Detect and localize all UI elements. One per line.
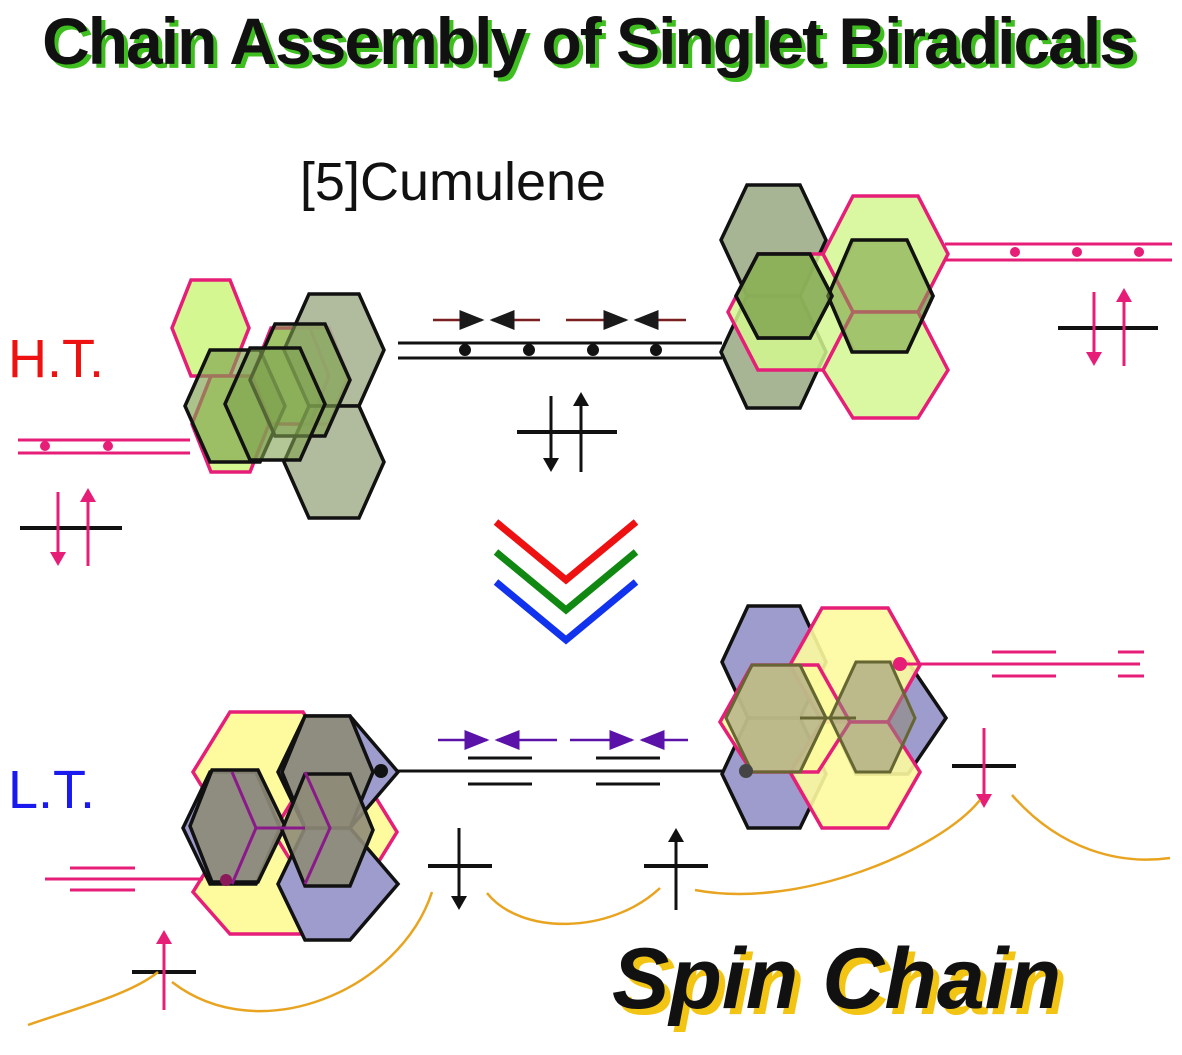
ht-center-spin-pair-icon	[517, 392, 617, 472]
lt-right-dark-overlay	[724, 660, 917, 774]
ht-right-spin-pair-icon	[1058, 288, 1158, 366]
title-text: Chain Assembly of Singlet Biradicals	[42, 4, 1134, 78]
spin-chain-curves	[27, 794, 1171, 1027]
lt-label: L.T.	[8, 760, 95, 820]
spin-chain-label: Spin Chain	[612, 931, 1061, 1027]
ht-left-black-layer	[183, 292, 386, 520]
lt-left-pink-chain	[45, 866, 203, 892]
title-shadow: Chain Assembly of Singlet Biradicals	[46, 8, 1138, 82]
ht-right-dark-overlay	[734, 238, 935, 354]
triple-chevron-down-icon	[493, 519, 639, 645]
lt-right-radical-dot	[739, 764, 753, 778]
lt-left-radical-dot	[374, 764, 388, 778]
lt-left-purple-lines	[230, 771, 332, 885]
lt-spin-up-icon-1	[644, 828, 708, 910]
spin-chain-label-group: Spin Chain Spin Chain	[612, 931, 1067, 1033]
lt-polyyne-chain	[398, 756, 722, 786]
ht-cumulene-chain	[398, 341, 722, 360]
ht-label: H.T.	[8, 329, 104, 389]
lt-left-pink-dot	[220, 874, 232, 886]
ht-left-spin-pair-icon	[20, 488, 122, 566]
lt-spin-up-icon-2	[132, 930, 196, 1010]
lt-spin-down-icon-2	[952, 728, 1016, 808]
lt-left-black-layer	[181, 714, 401, 942]
lt-right-pink-chain	[903, 650, 1144, 678]
spin-chain-shadow: Spin Chain	[618, 937, 1067, 1033]
lt-spin-down-icon-1	[428, 828, 492, 910]
ht-right-pink-chain	[945, 242, 1172, 262]
molecule-label: [5]Cumulene	[300, 152, 606, 212]
title-group: Chain Assembly of Singlet Biradicals Cha…	[42, 4, 1140, 82]
lt-right-pink-dot	[893, 657, 907, 671]
ht-left-pink-chain	[18, 438, 190, 455]
